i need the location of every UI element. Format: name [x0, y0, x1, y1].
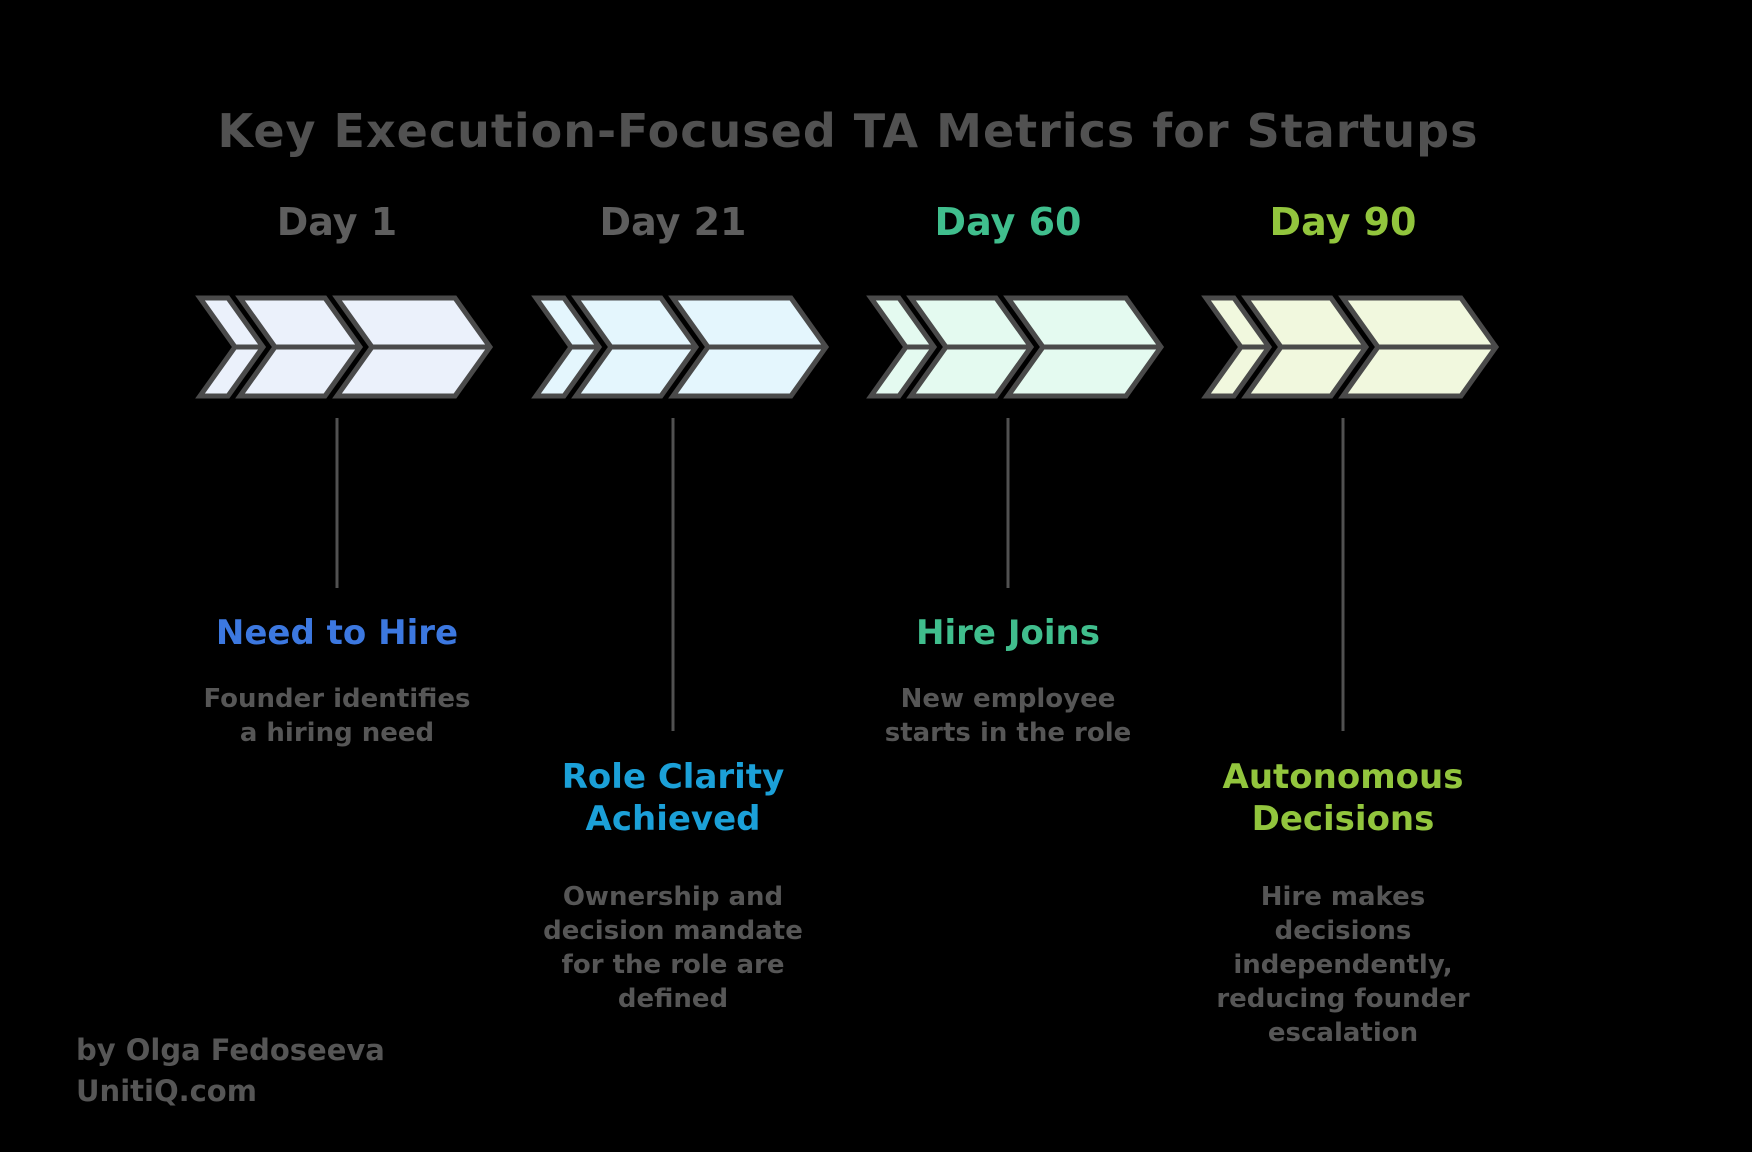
milestone-day-60: Day 60 Hire Joins New employee starts in… — [838, 0, 1178, 1152]
day-label: Day 1 — [276, 200, 398, 244]
milestone-title: Autonomous Decisions — [1222, 757, 1464, 839]
milestone-description: Founder identifies a hiring need — [203, 684, 471, 748]
day-label: Day 90 — [1269, 200, 1417, 244]
milestone-day-1: Day 1 Need to Hire Founder identifies a … — [167, 0, 507, 1152]
day-label: Day 60 — [934, 200, 1082, 244]
milestone-day-21: Day 21 Role Clarity Achieved Ownership a… — [503, 0, 843, 1152]
milestone-day-90: Day 90 Autonomous Decisions Hire makes d… — [1173, 0, 1513, 1152]
page-title: Key Execution-Focused TA Metrics for Sta… — [217, 104, 1479, 158]
attribution-website: UnitiQ.com — [76, 1074, 257, 1108]
milestone-title: Need to Hire — [215, 613, 459, 653]
milestone-description: Hire makes decisions independently, redu… — [1216, 882, 1470, 1048]
milestone-description: Ownership and decision mandate for the r… — [543, 882, 803, 1014]
milestone-title: Hire Joins — [916, 613, 1100, 653]
attribution: by Olga Fedoseeva UnitiQ.com — [76, 1030, 385, 1112]
day-label: Day 21 — [599, 200, 747, 244]
attribution-byline: by Olga Fedoseeva — [76, 1033, 385, 1067]
milestone-description: New employee starts in the role — [884, 684, 1132, 748]
milestone-title: Role Clarity Achieved — [561, 757, 785, 839]
